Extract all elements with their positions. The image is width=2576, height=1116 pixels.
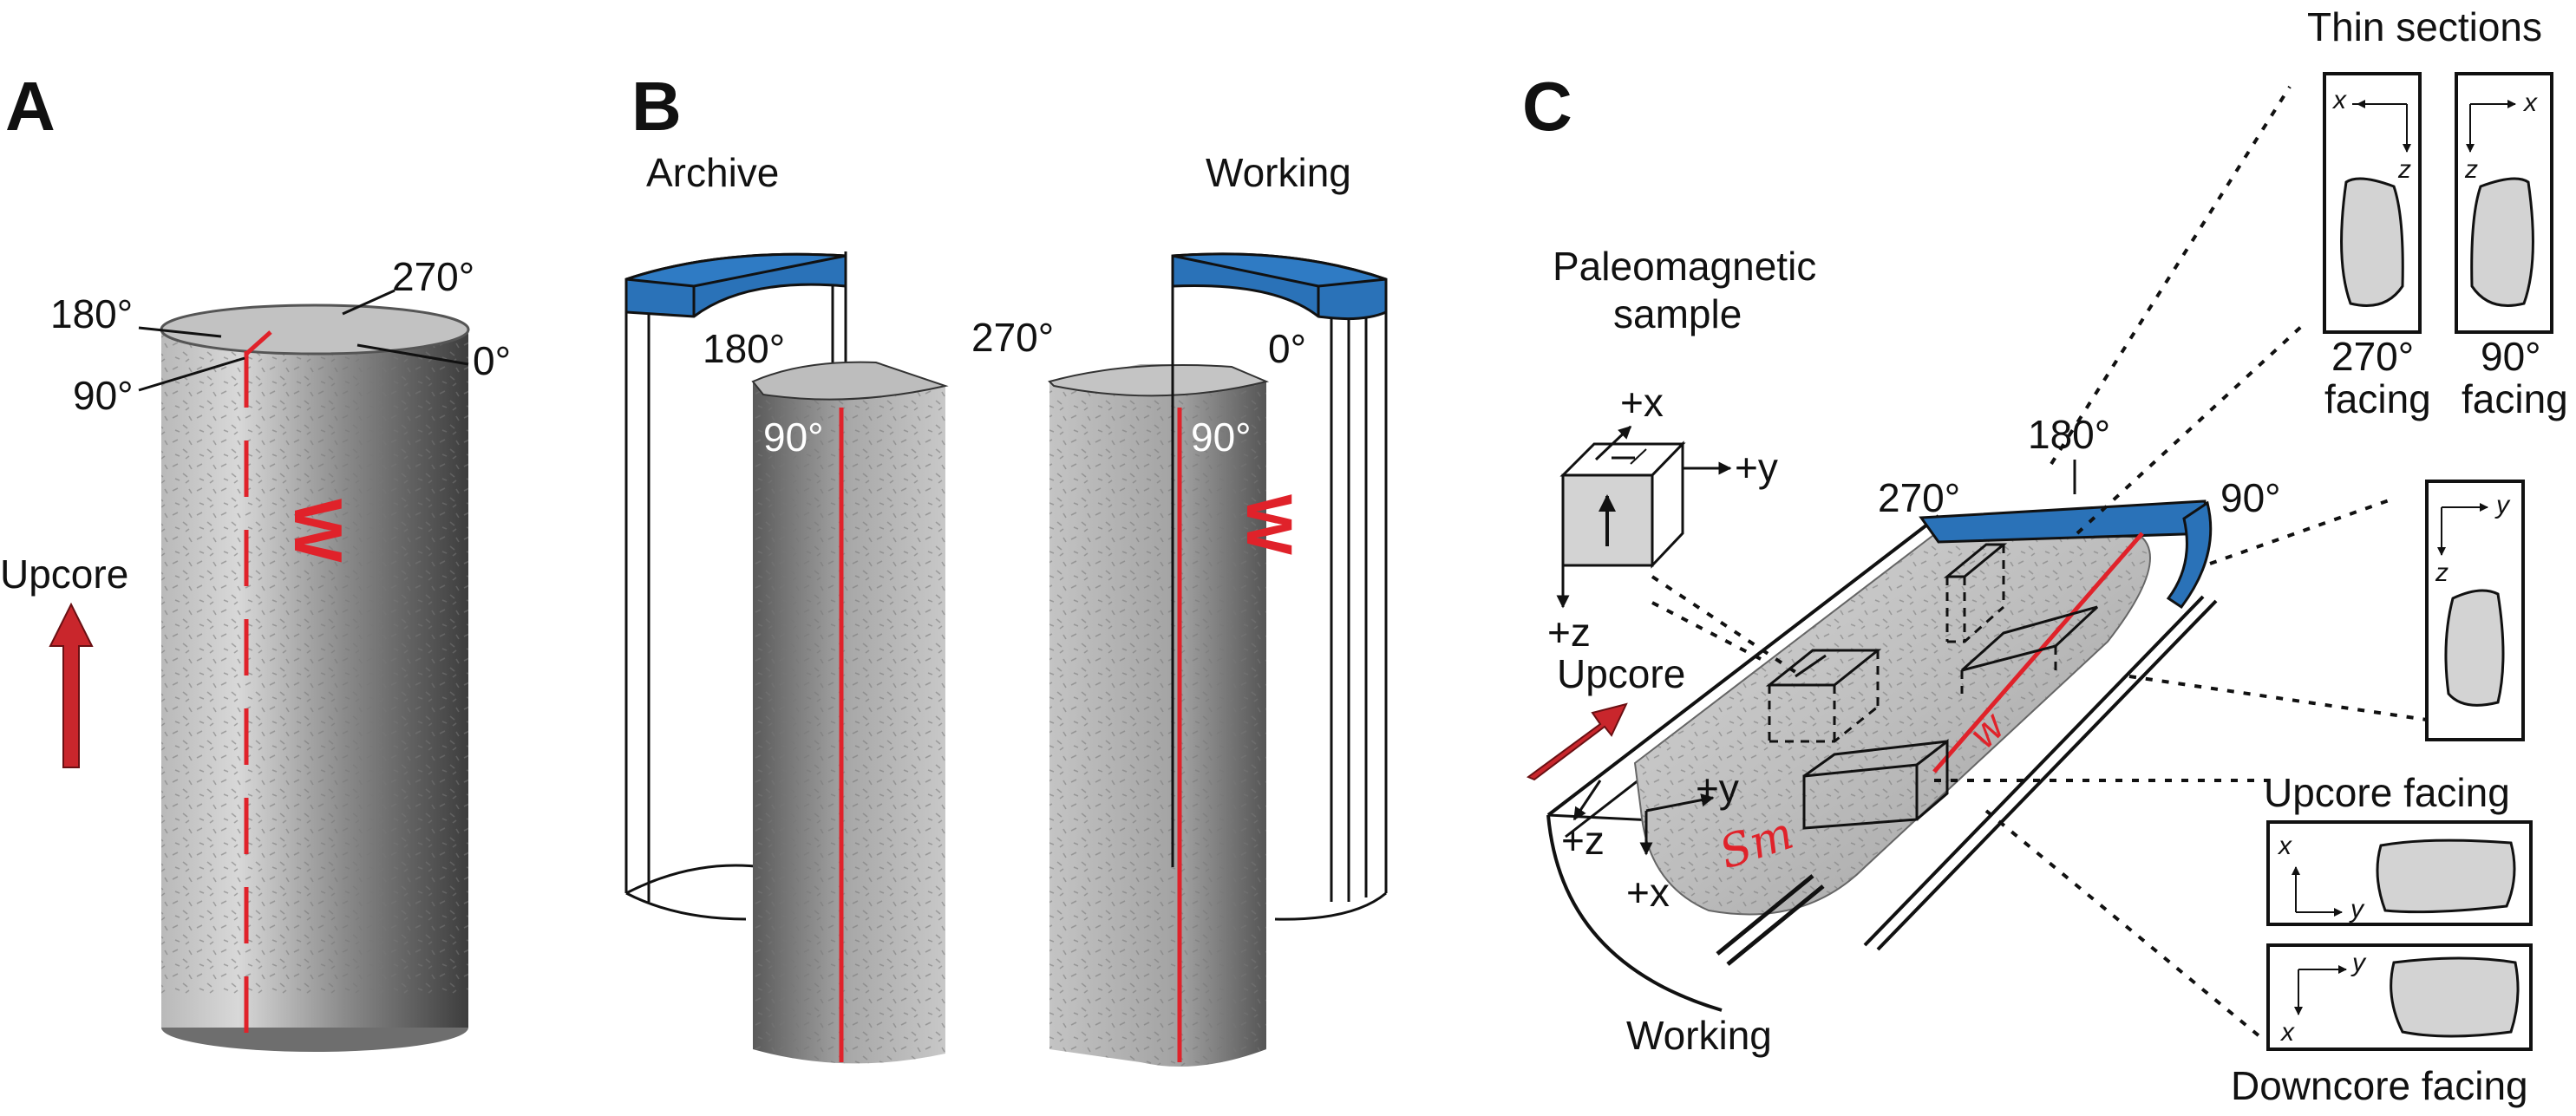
working-outline-shell <box>1171 252 1388 921</box>
paleo-label-line1: Paleomagnetic <box>1553 244 1816 289</box>
inner-plus-y: +y <box>1696 766 1739 811</box>
angle-90-right-b: 90° <box>1191 414 1252 460</box>
upcore-arrow-c <box>1526 702 1628 781</box>
inner-plus-z: +z <box>1561 818 1605 863</box>
core-cylinder-top <box>160 303 470 356</box>
panel-a: A W 180° 270° 0° 90° Upcore <box>0 68 511 1052</box>
ts2-z: z <box>2464 155 2478 184</box>
ts3-z: z <box>2435 558 2449 587</box>
upcore-facing-label: Upcore facing <box>2264 770 2510 815</box>
paleo-plus-x: +x <box>1620 380 1664 425</box>
thin-section-side <box>2425 480 2525 741</box>
angle-270-b: 270° <box>971 315 1054 360</box>
ts5-y: y <box>2350 949 2367 977</box>
thin-sections-title: Thin sections <box>2307 4 2542 49</box>
orientation-top-mark <box>245 330 272 356</box>
working-label-c: Working <box>1626 1013 1772 1058</box>
panel-c: C Paleomagnetic sample +x +y +z Upcore <box>1522 4 2568 1108</box>
ts4-y: y <box>2349 895 2365 923</box>
angle-90-label-a: 90° <box>73 373 134 418</box>
working-red-line-c <box>1932 532 2144 773</box>
thin-section-90 <box>2455 72 2553 334</box>
angle-270-label-a: 270° <box>392 254 474 299</box>
core-cylinder-texture <box>161 330 468 1028</box>
angle-180-b: 180° <box>703 326 785 371</box>
downcore-facing-label: Downcore facing <box>2231 1063 2528 1108</box>
inner-plus-x: +x <box>1626 870 1670 915</box>
angle-270-c: 270° <box>1878 475 1960 520</box>
working-label: Working <box>1206 150 1351 195</box>
working-blue-end <box>1919 499 2212 544</box>
ts1-caption1: 270° <box>2331 334 2414 379</box>
thin-section-270 <box>2323 72 2422 334</box>
ts1-z: z <box>2397 155 2411 184</box>
paleomag-sample-cube <box>1556 425 1732 609</box>
w-mark-b: W <box>1233 494 1305 555</box>
archive-core-top <box>751 361 949 401</box>
ts1-caption2: facing <box>2324 376 2431 421</box>
ts2-x: x <box>2522 88 2538 117</box>
panel-a-letter: A <box>5 68 56 145</box>
ts4-x: x <box>2277 832 2292 860</box>
angle-90-c: 90° <box>2220 475 2281 520</box>
ts2-caption1: 90° <box>2481 334 2541 379</box>
upcore-label-c: Upcore <box>1557 651 1685 696</box>
w-mark-a: W <box>280 499 356 563</box>
upcore-label-a: Upcore <box>0 551 128 597</box>
paleo-plus-z: +z <box>1547 610 1591 655</box>
panel-b-letter: B <box>631 68 682 145</box>
archive-label: Archive <box>646 150 779 195</box>
upcore-arrow-a <box>49 602 94 768</box>
thin-section-downcore <box>2266 943 2533 1051</box>
angle-180-label-a: 180° <box>50 291 133 336</box>
ts2-caption2: facing <box>2462 376 2568 421</box>
panel-b: B Archive Working 90° 90° W <box>624 68 1388 1067</box>
ts1-x: x <box>2331 86 2347 114</box>
ts5-x: x <box>2279 1018 2295 1047</box>
leader-dashes <box>1651 85 2428 1038</box>
paleo-label-line2: sample <box>1613 291 1742 336</box>
ts3-y: y <box>2494 491 2511 519</box>
paleo-plus-y: +y <box>1735 445 1778 490</box>
tilted-working-half: Sm w <box>1546 499 2218 1012</box>
panel-c-letter: C <box>1522 68 1572 145</box>
working-core-top <box>1048 364 1270 397</box>
thin-section-upcore <box>2266 820 2533 926</box>
angle-0-label-a: 0° <box>473 338 511 383</box>
angle-90-left-b: 90° <box>763 414 824 460</box>
angle-0-b: 0° <box>1268 326 1306 371</box>
